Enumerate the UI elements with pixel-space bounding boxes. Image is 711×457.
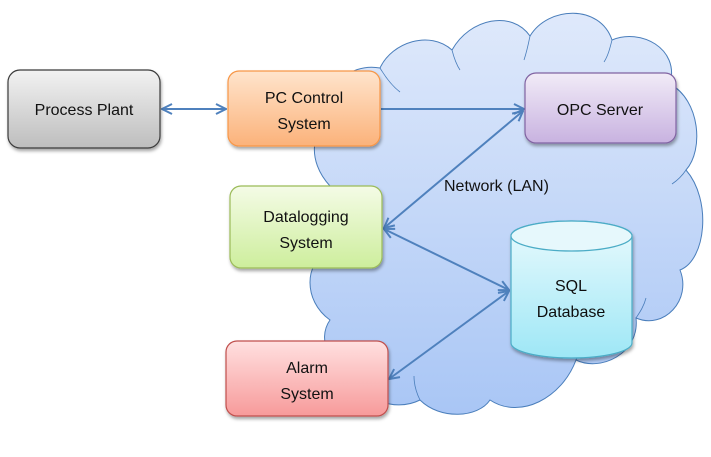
pc-control-label-line1: PC Control — [265, 90, 343, 107]
alarm-label-line2: System — [280, 386, 333, 403]
alarm-label-line1: Alarm — [286, 360, 328, 377]
network-label: Network (LAN) — [444, 178, 549, 195]
datalogging-label-line2: System — [279, 235, 332, 252]
edge-sql-database-alarm — [389, 291, 509, 379]
sql-database-label-line1: SQL — [555, 278, 587, 295]
node-opc-server: OPC Server — [524, 72, 677, 144]
alarm-box — [225, 340, 389, 417]
pc-control-box — [227, 70, 381, 147]
process-plant-box — [7, 69, 161, 149]
node-datalogging-system: Datalogging System — [229, 185, 383, 269]
opc-server-label: OPC Server — [557, 102, 644, 119]
node-process-plant: Process Plant — [7, 69, 161, 149]
node-sql-database: SQL Database — [510, 220, 633, 359]
opc-server-box — [524, 72, 677, 144]
datalogging-label-line1: Datalogging — [263, 209, 348, 226]
node-pc-control-system: PC Control System — [227, 70, 381, 147]
edge-opc-server-datalogging — [384, 111, 523, 228]
datalogging-box — [229, 185, 383, 269]
edge-datalogging-sql-database — [384, 229, 509, 290]
pc-control-label-line2: System — [277, 116, 330, 133]
process-plant-label: Process Plant — [35, 102, 134, 119]
sql-database-label-line2: Database — [537, 304, 606, 321]
edges — [162, 109, 524, 379]
node-alarm-system: Alarm System — [225, 340, 389, 417]
sql-database-cylinder-top — [510, 220, 633, 252]
